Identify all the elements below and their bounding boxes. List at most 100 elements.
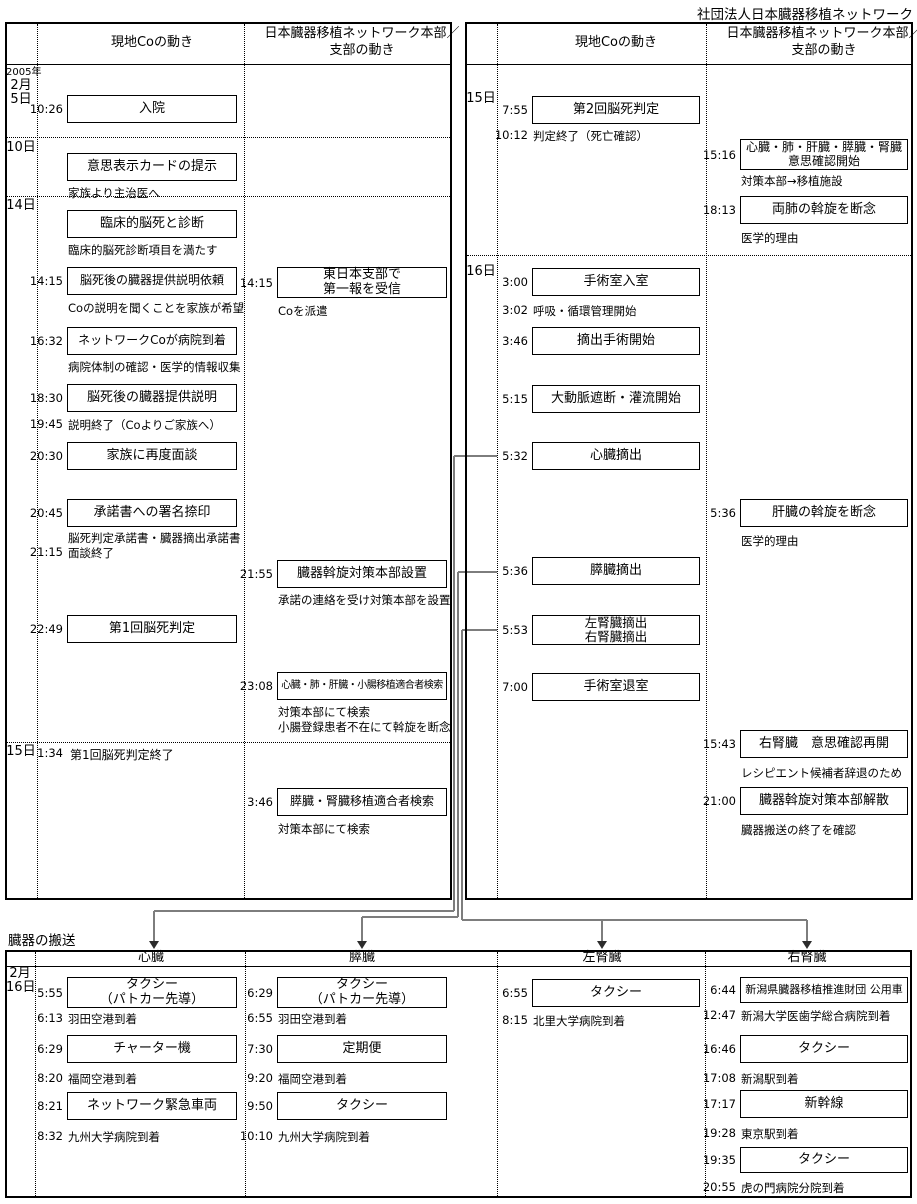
flow-line <box>361 917 363 941</box>
event-box: タクシー（パトカー先導） <box>277 977 447 1008</box>
note-time: 19:45 <box>29 417 63 431</box>
note-time: 19:28 <box>702 1126 736 1140</box>
event-box: 脳死後の臓器提供説明 <box>67 384 237 412</box>
flow-line <box>454 455 497 457</box>
date-label-line: 15日 <box>466 91 496 106</box>
event-box: 第2回脳死判定 <box>532 96 700 124</box>
event-note: 臓器搬送の終了を確認 <box>741 823 856 837</box>
event-box: 定期便 <box>277 1035 447 1063</box>
event-label: 右腎臓摘出 <box>584 629 648 644</box>
column-header: 現地Coの動き <box>37 24 267 62</box>
event-box: 膵臓・腎臓移植適合者検索 <box>277 788 447 816</box>
event-note: 新潟駅到着 <box>741 1072 799 1086</box>
date-row-separator <box>467 255 911 256</box>
date-label: 16日 <box>466 265 496 279</box>
event-box: 両肺の斡旋を断念 <box>740 196 908 224</box>
event-note: Coの説明を聞くことを家族が希望 <box>68 301 245 315</box>
date-label-line: 14日 <box>6 198 36 213</box>
event-time: 15:16 <box>702 148 736 162</box>
note-time: 6:13 <box>37 1011 63 1025</box>
event-box: 右腎臓 意思確認再開 <box>740 730 908 758</box>
event-time: 14:15 <box>29 274 63 288</box>
flow-line <box>458 571 497 573</box>
date-label-line: 10日 <box>6 140 36 155</box>
date-label-line: 2月 <box>10 78 32 93</box>
event-box: 左腎臓摘出右腎臓摘出 <box>532 615 700 645</box>
event-note: 九州大学病院到着 <box>68 1130 160 1144</box>
event-time: 20:45 <box>29 506 63 520</box>
event-box: 心臓・肺・肝臓・小腸移植適合者検索 <box>277 672 447 700</box>
event-label: ネットワーク緊急車両 <box>86 1097 217 1113</box>
column-header-label: 左腎臓 <box>582 949 622 965</box>
column-separator <box>37 24 38 898</box>
flow-line <box>154 910 454 912</box>
event-note: 北里大学病院到着 <box>533 1014 625 1028</box>
event-time: 7:55 <box>502 103 528 117</box>
event-box: 肝臓の斡旋を断念 <box>740 499 908 527</box>
event-label: タクシー <box>335 976 388 992</box>
date-row-separator <box>7 742 450 743</box>
event-note: 虎の門病院分院到着 <box>741 1181 845 1195</box>
date-label: 10日 <box>6 141 36 155</box>
table-timeline-table-right <box>465 22 913 900</box>
transport-section-title: 臓器の搬送 <box>8 933 76 949</box>
event-time: 5:32 <box>502 449 528 463</box>
event-label: 家族に再度面談 <box>106 447 198 463</box>
event-note: 承諾の連絡を受け対策本部を設置 <box>278 593 451 607</box>
column-header: 日本臓器移植ネットワーク本部／支部の動き <box>247 24 477 62</box>
event-time: 1:34 <box>37 746 63 760</box>
event-label: 意思確認開始 <box>787 153 860 168</box>
event-note: 東京駅到着 <box>741 1127 799 1141</box>
event-box: ネットワークCoが病院到着 <box>67 327 237 355</box>
flow-arrow-down <box>357 941 367 949</box>
event-label: チャーター機 <box>113 1040 191 1056</box>
event-note: 福岡空港到着 <box>278 1072 347 1086</box>
column-separator <box>705 952 706 1196</box>
event-time: 21:55 <box>239 567 273 581</box>
note-time: 8:15 <box>502 1013 528 1027</box>
flow-line <box>461 630 463 920</box>
date-label-line: 2月 <box>9 966 31 981</box>
event-box: 心臓摘出 <box>532 442 700 470</box>
event-label: 第1回脳死判定 <box>108 620 196 636</box>
event-note: 面談終了 <box>68 546 114 560</box>
event-time: 5:53 <box>502 623 528 637</box>
note-time: 8:20 <box>37 1071 63 1085</box>
event-note: 判定終了（死亡確認） <box>533 129 648 143</box>
event-label: 定期便 <box>342 1040 382 1056</box>
column-header-label: 右腎臓 <box>787 949 827 965</box>
event-time: 9:50 <box>247 1099 273 1113</box>
event-label: 心臓摘出 <box>589 447 642 463</box>
event-time: 17:17 <box>702 1097 736 1111</box>
event-time: 6:29 <box>37 1042 63 1056</box>
event-box: タクシー（パトカー先導） <box>67 977 237 1008</box>
flow-line <box>806 920 808 941</box>
header-divider <box>7 966 910 967</box>
event-label: 摘出手術開始 <box>576 332 655 348</box>
event-note: 福岡空港到着 <box>68 1072 137 1086</box>
event-label: タクシー <box>797 1040 850 1056</box>
date-label: 14日 <box>6 199 36 213</box>
event-box: 臨床的脳死と診断 <box>67 210 237 238</box>
event-note: 羽田空港到着 <box>68 1012 137 1026</box>
event-label: タクシー <box>335 1097 388 1113</box>
event-time: 7:00 <box>502 680 528 694</box>
event-time: 20:30 <box>29 449 63 463</box>
date-label-line: 5日 <box>10 92 32 107</box>
note-time: 3:02 <box>502 303 528 317</box>
event-label: ネットワークCoが病院到着 <box>78 333 226 348</box>
event-label: （パトカー先導） <box>309 991 415 1007</box>
event-note: 対策本部→移植施設 <box>741 174 843 188</box>
event-time: 5:55 <box>37 986 63 1000</box>
date-label: 15日 <box>6 745 36 759</box>
event-time: 5:15 <box>502 392 528 406</box>
event-label: 心臓・肺・肝臓・小腸移植適合者検索 <box>281 680 443 692</box>
flow-line <box>462 919 807 921</box>
table-timeline-table-left <box>5 22 452 900</box>
event-note: 呼吸・循環管理開始 <box>533 304 637 318</box>
column-separator <box>244 24 245 898</box>
event-time: 3:46 <box>247 795 273 809</box>
event-note: 病院体制の確認・医学的情報収集 <box>68 360 241 374</box>
column-separator <box>35 952 36 1196</box>
